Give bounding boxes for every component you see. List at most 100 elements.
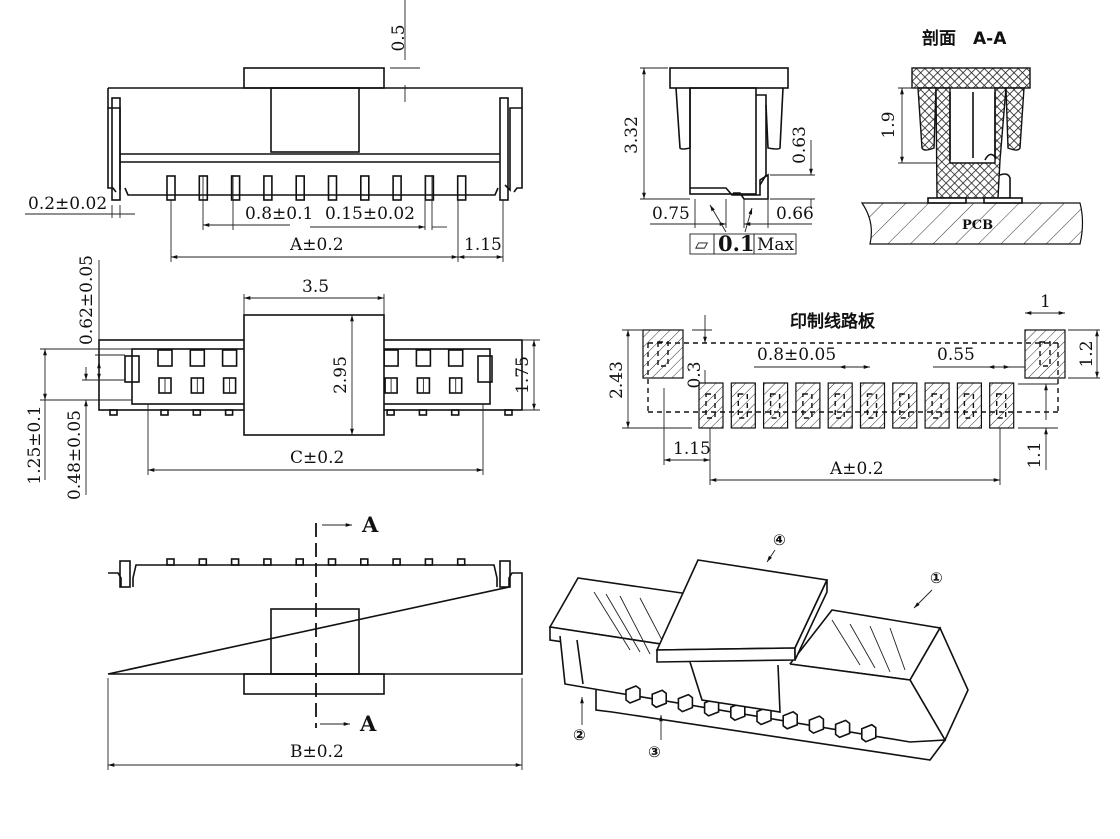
foot bbox=[224, 409, 234, 416]
dim-063: 0.63 bbox=[790, 126, 810, 164]
pin bbox=[327, 175, 338, 201]
pin-tip bbox=[198, 558, 208, 566]
contact-slot-top bbox=[415, 349, 432, 367]
pcb-section bbox=[860, 202, 1084, 245]
pin bbox=[295, 175, 306, 201]
dim-height: 3.32 bbox=[622, 116, 642, 154]
pin bbox=[392, 175, 402, 201]
iso-pin bbox=[834, 719, 851, 739]
callout-3: ③ bbox=[648, 743, 661, 761]
pin-tip bbox=[327, 558, 337, 566]
pcb-layout: 印制线路板 1 1.2 2.43 0.3 0.8±0.05 0.55 1.15 bbox=[607, 292, 1100, 485]
pin-tip bbox=[166, 558, 175, 566]
foot bbox=[386, 409, 395, 416]
dim-055: 0.55 bbox=[937, 345, 975, 365]
pin-tip bbox=[392, 558, 401, 566]
foot bbox=[109, 409, 118, 416]
section-mark-bottom: A bbox=[359, 711, 377, 736]
iso-view: ④ ① ② ③ bbox=[548, 531, 969, 761]
front-view: 3.5 2.95 1.75 C±0.2 1.25±0.1 0.62±0.05 0… bbox=[25, 255, 540, 500]
dim-35: 3.5 bbox=[302, 277, 329, 297]
housing-top-outline bbox=[107, 87, 523, 192]
dim-1: 1 bbox=[1040, 292, 1051, 312]
pin-tip bbox=[424, 558, 434, 566]
iso-pin bbox=[861, 723, 877, 743]
iso-pin bbox=[782, 710, 798, 730]
flatness-icon: ▱ bbox=[695, 235, 709, 255]
dim-075: 0.75 bbox=[652, 204, 690, 224]
cover-front bbox=[243, 314, 385, 436]
dim-top-offset: 0.5 bbox=[389, 24, 409, 51]
iso-pin bbox=[808, 715, 825, 735]
dim-pin-width: 0.15±0.02 bbox=[325, 204, 415, 224]
contact-slot-top bbox=[447, 349, 464, 367]
signal-pad bbox=[956, 382, 983, 429]
pin-tips bbox=[166, 558, 466, 566]
left-post bbox=[111, 97, 121, 201]
foot bbox=[192, 409, 202, 416]
dim-115-pcb: 1.15 bbox=[673, 439, 711, 459]
dim-19: 1.9 bbox=[879, 111, 899, 138]
flatness-note: Max bbox=[757, 235, 795, 255]
signal-pad bbox=[989, 382, 1015, 429]
pin-tip bbox=[456, 558, 466, 566]
contact-slot-top bbox=[157, 349, 173, 367]
mount-pad-right bbox=[1024, 329, 1066, 379]
pcb-label: PCB bbox=[962, 218, 993, 233]
cover-body bbox=[270, 87, 360, 153]
section-mark-top: A bbox=[361, 512, 379, 537]
pin-row bbox=[166, 175, 467, 201]
dim-066: 0.66 bbox=[776, 204, 814, 224]
signal-pads bbox=[698, 382, 1015, 429]
mount-pad-left bbox=[642, 329, 684, 379]
pin bbox=[359, 175, 370, 201]
foot bbox=[418, 409, 428, 416]
dim-post-width: 0.2±0.02 bbox=[28, 194, 107, 214]
flatness-callout: ▱ 0.1 Max bbox=[689, 231, 797, 256]
callout-1: ① bbox=[930, 569, 943, 587]
iso-pin bbox=[625, 685, 641, 704]
signal-pad bbox=[730, 382, 756, 429]
pin bbox=[166, 175, 176, 201]
iso-pin bbox=[677, 693, 694, 713]
cover-top bbox=[243, 67, 385, 89]
bottom-view: A A B±0.2 bbox=[107, 512, 523, 770]
pin-tip bbox=[359, 558, 369, 566]
foot bbox=[160, 409, 169, 416]
dim-pitch: 0.8±0.1 bbox=[245, 204, 313, 224]
dim-11: 1.1 bbox=[1025, 441, 1045, 468]
dim-048: 0.48±0.05 bbox=[65, 410, 85, 500]
signal-pad bbox=[762, 382, 789, 429]
signal-pad bbox=[924, 382, 950, 429]
dim-A-top: A±0.2 bbox=[289, 235, 344, 255]
dim-C: C±0.2 bbox=[290, 448, 344, 468]
pin-tip bbox=[295, 558, 305, 566]
dim-062: 0.62±0.05 bbox=[77, 255, 97, 345]
contact-slot-top bbox=[221, 349, 238, 367]
pin bbox=[230, 175, 241, 201]
pin bbox=[456, 175, 467, 201]
callout-2: ② bbox=[573, 726, 586, 744]
flatness-value: 0.1 bbox=[718, 231, 755, 256]
pcb-layout-title: 印制线路板 bbox=[790, 311, 876, 332]
section-view: 剖面 A-A PCB 1.9 bbox=[860, 28, 1084, 245]
signal-pad bbox=[859, 382, 886, 429]
pin-tip bbox=[263, 558, 272, 566]
right-post bbox=[499, 97, 509, 201]
dim-03: 0.3 bbox=[685, 361, 705, 388]
dim-end-top: 1.15 bbox=[464, 235, 502, 255]
dim-175: 1.75 bbox=[513, 356, 533, 394]
dim-12: 1.2 bbox=[1077, 340, 1097, 367]
dim-A-pcb: A±0.2 bbox=[829, 459, 884, 479]
signal-pad bbox=[795, 382, 821, 429]
dim-B: B±0.2 bbox=[290, 742, 344, 762]
contact-slot-top bbox=[189, 349, 206, 367]
contact-slot-top bbox=[383, 349, 399, 367]
callout-4: ④ bbox=[773, 531, 786, 549]
dim-125: 1.25±0.1 bbox=[25, 405, 45, 484]
signal-pad bbox=[698, 382, 724, 429]
foot bbox=[504, 409, 513, 416]
section-title: 剖面 A-A bbox=[922, 28, 1007, 49]
dim-295: 2.95 bbox=[331, 356, 351, 394]
